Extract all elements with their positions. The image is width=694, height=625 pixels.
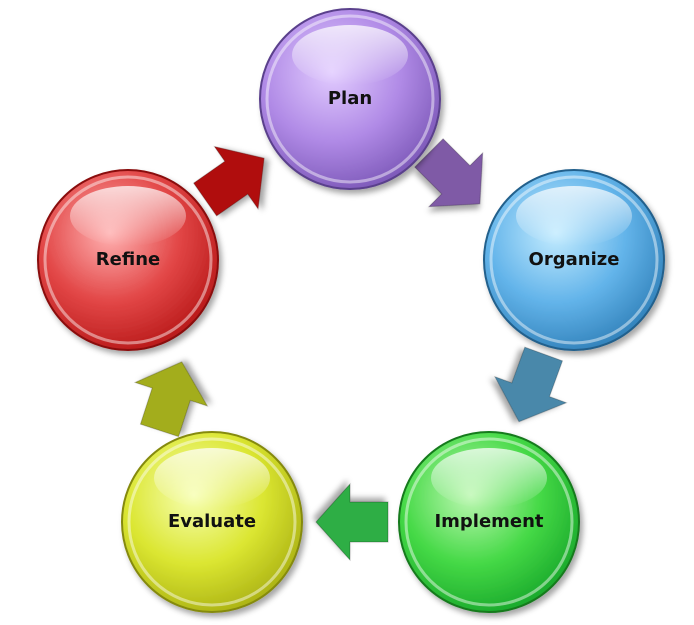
edges-layer [133, 138, 568, 562]
node-implement: Implement [398, 431, 580, 613]
node-organize: Organize [483, 169, 665, 351]
arrow-organize-to-implement [493, 346, 568, 423]
node-plan-label: Plan [328, 88, 372, 109]
node-evaluate: Evaluate [121, 431, 303, 613]
node-refine-label: Refine [96, 249, 160, 270]
node-evaluate-label: Evaluate [168, 511, 256, 532]
node-organize-label: Organize [529, 249, 620, 270]
arrow-plan-to-organize [414, 138, 484, 208]
arrow-evaluate-to-refine [133, 361, 209, 438]
node-implement-label: Implement [434, 511, 543, 532]
arrow-implement-to-evaluate [315, 482, 389, 562]
node-refine: Refine [37, 169, 219, 351]
node-plan: Plan [259, 8, 441, 190]
nodes-layer: Plan Organize Implement Evaluate [37, 8, 665, 613]
arrow-refine-to-plan [192, 145, 265, 217]
